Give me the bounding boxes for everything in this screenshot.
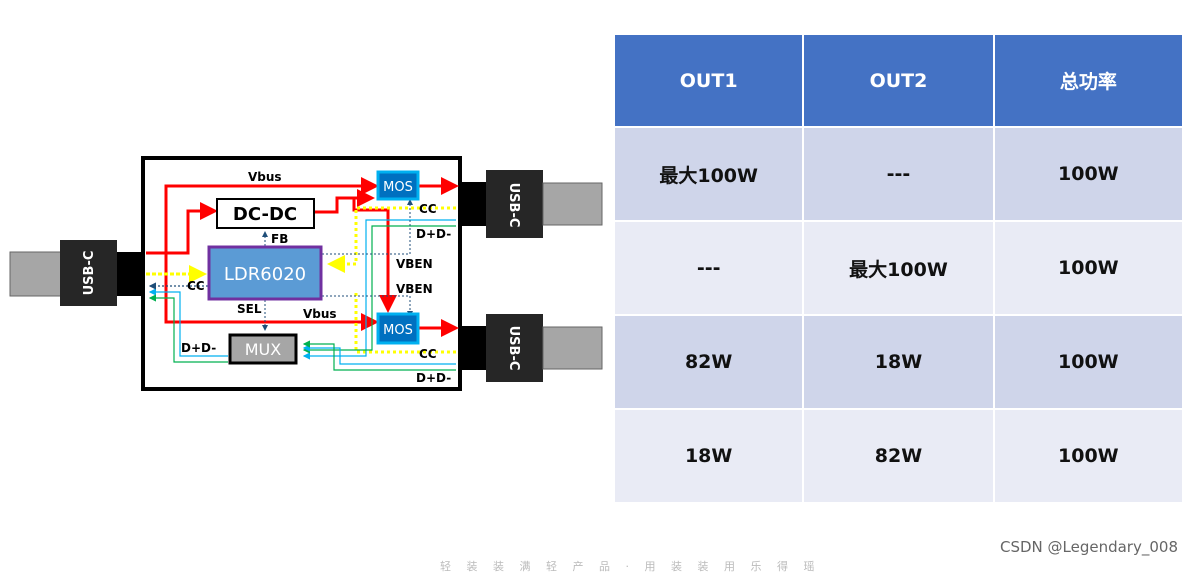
vben-bottom-label: VBEN bbox=[396, 282, 433, 296]
cc-bottom-label: CC bbox=[419, 347, 437, 361]
dpdm-left-label: D+D- bbox=[181, 341, 216, 355]
dpdm-top-label: D+D- bbox=[416, 227, 451, 241]
mos-top-label: MOS bbox=[383, 180, 413, 195]
header-out1: OUT1 bbox=[615, 35, 805, 128]
table-cell: 100W bbox=[994, 316, 1184, 410]
table-cell: 最大100W bbox=[804, 222, 995, 316]
power-distribution-table: OUT1 OUT2 总功率 最大100W --- 100W --- 最大100W… bbox=[615, 35, 1184, 504]
mux-block bbox=[228, 333, 298, 365]
vbus-lines bbox=[146, 177, 459, 337]
bottom-cut-text: 轻 装 装 满 轻 产 品 · 用 装 装 用 乐 得 瑶 bbox=[440, 560, 821, 573]
usb-top-label: USB-C bbox=[506, 183, 521, 228]
usb-plug-bottom-neck bbox=[460, 326, 486, 370]
cc-left-label: CC bbox=[187, 279, 205, 293]
table-cell: 100W bbox=[994, 410, 1184, 504]
table-cell: 18W bbox=[804, 316, 995, 410]
mux-label: MUX bbox=[245, 340, 282, 359]
table-row: 82W 18W 100W bbox=[615, 316, 1184, 410]
table-cell: 100W bbox=[994, 128, 1184, 222]
table-row: 最大100W --- 100W bbox=[615, 128, 1184, 222]
table-cell: 82W bbox=[804, 410, 995, 504]
usb-left-label: USB-C bbox=[82, 251, 97, 296]
dcdc-label: DC-DC bbox=[233, 204, 297, 225]
table-row: --- 最大100W 100W bbox=[615, 222, 1184, 316]
usb-plug-left-body bbox=[60, 240, 117, 306]
dcdc-block bbox=[216, 198, 315, 229]
table-cell: 最大100W bbox=[615, 128, 805, 222]
table-cell: 18W bbox=[615, 410, 805, 504]
cc-top-label: CC bbox=[419, 202, 437, 216]
header-out2: OUT2 bbox=[804, 35, 995, 128]
dpdm-bottom-label: D+D- bbox=[416, 371, 451, 385]
table-cell: 82W bbox=[615, 316, 805, 410]
ldr6020-chip bbox=[207, 245, 323, 301]
table-cell: --- bbox=[615, 222, 805, 316]
csdn-watermark: CSDN @Legendary_008 bbox=[999, 538, 1178, 556]
sel-label: SEL bbox=[237, 302, 262, 316]
usb-plug-left-metal bbox=[9, 251, 63, 297]
usb-plug-top-body bbox=[486, 170, 543, 238]
table-cell: --- bbox=[804, 128, 995, 222]
usb-plug-left-neck bbox=[117, 252, 143, 296]
data-lines bbox=[148, 219, 456, 371]
table-row: 18W 82W 100W bbox=[615, 410, 1184, 504]
vben-top-label: VBEN bbox=[396, 257, 433, 271]
usb-plug-top-neck bbox=[460, 182, 486, 226]
mos-top-block bbox=[376, 170, 420, 201]
mos-bottom-label: MOS bbox=[383, 323, 413, 338]
table-header-row: OUT1 OUT2 总功率 bbox=[615, 35, 1184, 128]
mos-bottom-block bbox=[376, 312, 420, 345]
circuit-diagram: USB-C USB-C USB-C bbox=[9, 156, 603, 391]
vbus-top-label: Vbus bbox=[248, 170, 282, 184]
ldr6020-label: LDR6020 bbox=[224, 264, 306, 285]
table-cell: 100W bbox=[994, 222, 1184, 316]
usb-bottom-label: USB-C bbox=[506, 326, 521, 371]
fb-label: FB bbox=[271, 232, 288, 246]
header-total-power: 总功率 bbox=[994, 35, 1184, 128]
cc-lines bbox=[146, 206, 456, 354]
usb-plug-bottom-metal bbox=[542, 326, 603, 370]
vbus-bottom-label: Vbus bbox=[303, 307, 337, 321]
control-lines bbox=[262, 199, 413, 331]
usb-plug-top-metal bbox=[542, 182, 603, 226]
usb-plug-bottom-body bbox=[486, 314, 543, 382]
